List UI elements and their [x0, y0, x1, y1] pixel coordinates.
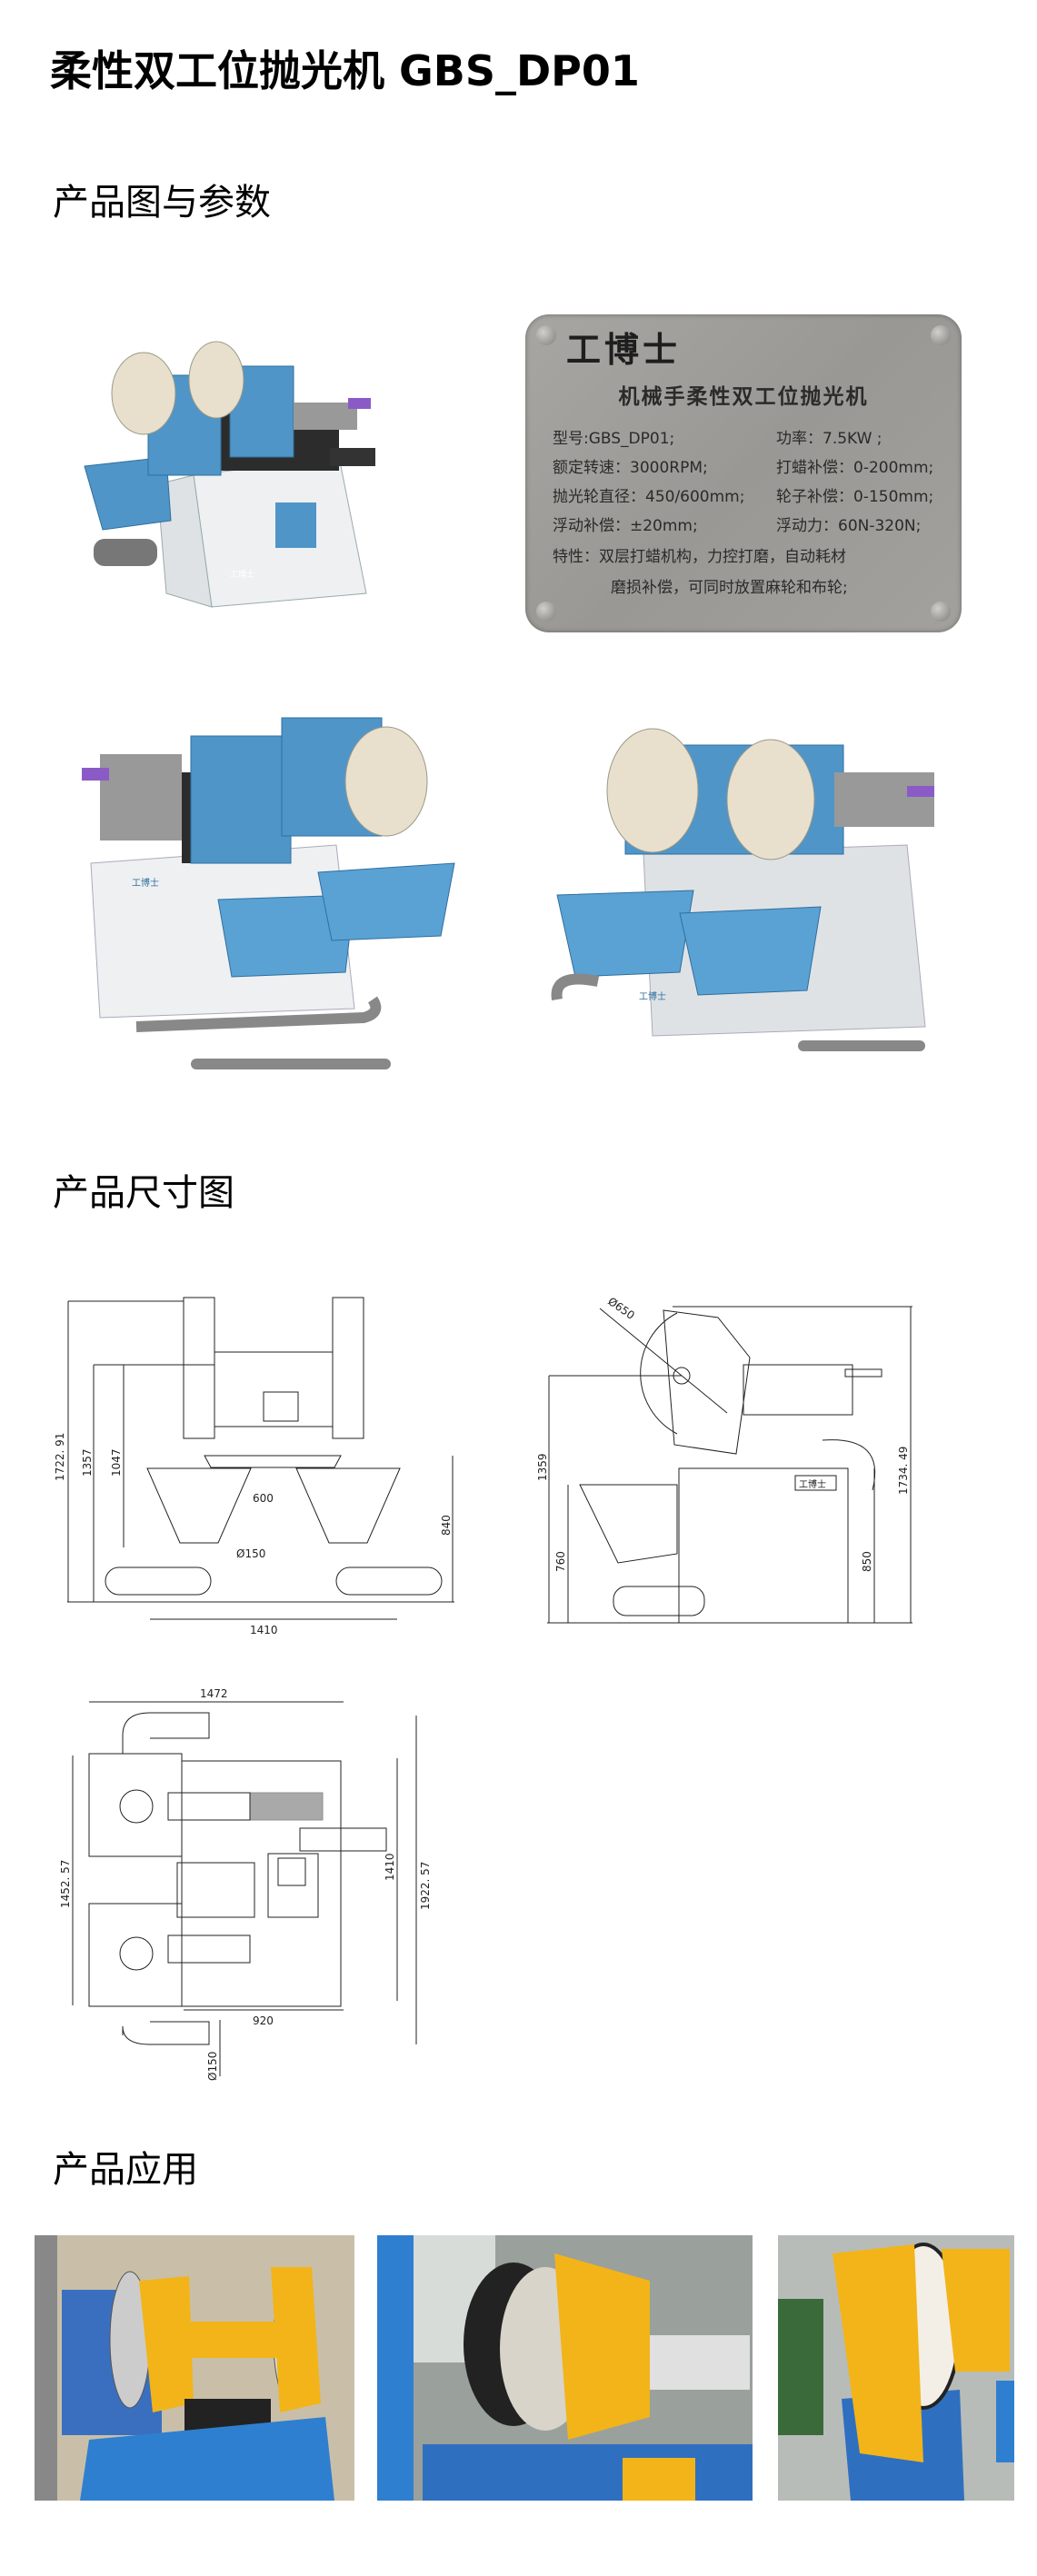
dim-hopper-width: 600 — [253, 1492, 274, 1505]
dim-axis-height: 1359 — [536, 1453, 549, 1481]
dim-overall-height: 1734. 49 — [897, 1447, 910, 1495]
machine-render-left: 工博士 — [82, 717, 455, 1069]
dim-base-width: 920 — [253, 2014, 274, 2027]
section-heading-product-images: 产品图与参数 — [53, 182, 271, 224]
machine-logo: 工博士 — [639, 990, 666, 1002]
dim-base-height: 840 — [440, 1515, 453, 1536]
hopper — [556, 890, 694, 978]
spec-features-cont: 磨损补偿，可同时放置麻轮和布轮; — [611, 579, 848, 597]
spec-wax-compensation: 打蜡补偿：0-200mm; — [776, 459, 934, 477]
dim-axis-height: 1357 — [81, 1448, 94, 1477]
wheel — [344, 726, 428, 837]
application-photo-3 — [778, 2235, 1014, 2501]
bolt-icon — [536, 325, 556, 345]
application-photo-2 — [377, 2235, 753, 2501]
spec-float-compensation: 浮动补偿：±20mm; — [553, 517, 698, 535]
dim-wheel-diameter: Ø650 — [605, 1295, 637, 1322]
dimension-drawing-top: 1472 1452. 57 1410 1922. 57 920 Ø150 — [59, 1687, 432, 2081]
dim-hopper-height: 1047 — [110, 1448, 123, 1477]
dim-outlet-diameter: Ø150 — [236, 1547, 265, 1560]
dimension-drawing-side: Ø650 1359 760 850 1734. 49 工博士 — [536, 1295, 912, 1624]
bolt-icon — [931, 325, 951, 345]
spec-float-force: 浮动力：60N-320N; — [776, 517, 922, 535]
nameplate-brand: 工博士 — [566, 329, 682, 370]
dim-hopper-height: 760 — [554, 1551, 567, 1572]
machine-logo: 工博士 — [132, 877, 159, 889]
dim-outlet-diameter: Ø150 — [206, 2052, 219, 2081]
dim-overall-depth: 1922. 57 — [419, 1862, 432, 1910]
section-heading-dimensions: 产品尺寸图 — [53, 1172, 234, 1214]
dim-overall-width: 1472 — [200, 1687, 228, 1700]
dim-overall-height: 1722. 91 — [54, 1433, 66, 1481]
bolt-icon — [931, 602, 951, 622]
spec-wheel-compensation: 轮子补偿：0-150mm; — [776, 488, 934, 506]
dim-base-depth: 1410 — [384, 1853, 396, 1881]
wheel-right — [726, 739, 815, 860]
section-heading-application: 产品应用 — [53, 2149, 198, 2191]
wheel-left — [606, 728, 699, 853]
hopper — [217, 894, 355, 978]
application-photo-1 — [35, 2235, 354, 2501]
dim-base-width: 1410 — [250, 1624, 278, 1636]
dimension-drawing-front: 1722. 91 1357 1047 600 Ø150 840 1410 — [54, 1297, 454, 1636]
dim-left-depth: 1452. 57 — [59, 1860, 72, 1908]
housing-left — [190, 735, 292, 864]
hopper — [679, 906, 822, 996]
wheel-right — [188, 341, 244, 419]
hopper — [317, 862, 455, 941]
machine-render-right: 工博士 — [551, 728, 934, 1051]
machine-logo: 工博士 — [230, 569, 254, 580]
wheel-left — [111, 352, 176, 435]
dim-base-height: 850 — [861, 1551, 873, 1572]
spec-power: 功率：7.5KW ; — [776, 430, 882, 448]
nameplate: 工博士 机械手柔性双工位抛光机 型号:GBS_DP01; 额定转速：3000RP… — [525, 314, 962, 632]
machine-render-front: 工博士 — [84, 341, 375, 608]
side-plate-label: 工博士 — [799, 1478, 826, 1490]
nameplate-product-name: 机械手柔性双工位抛光机 — [618, 384, 869, 409]
bolt-icon — [536, 602, 556, 622]
spec-features: 特性：双层打蜡机构，力控打磨，自动耗材 — [553, 548, 846, 566]
spec-model: 型号:GBS_DP01; — [553, 430, 675, 448]
spec-wheel-diameter: 抛光轮直径：450/600mm; — [553, 488, 745, 506]
page-title: 柔性双工位抛光机 GBS_DP01 — [50, 46, 640, 95]
spec-speed: 额定转速：3000RPM; — [553, 459, 708, 477]
